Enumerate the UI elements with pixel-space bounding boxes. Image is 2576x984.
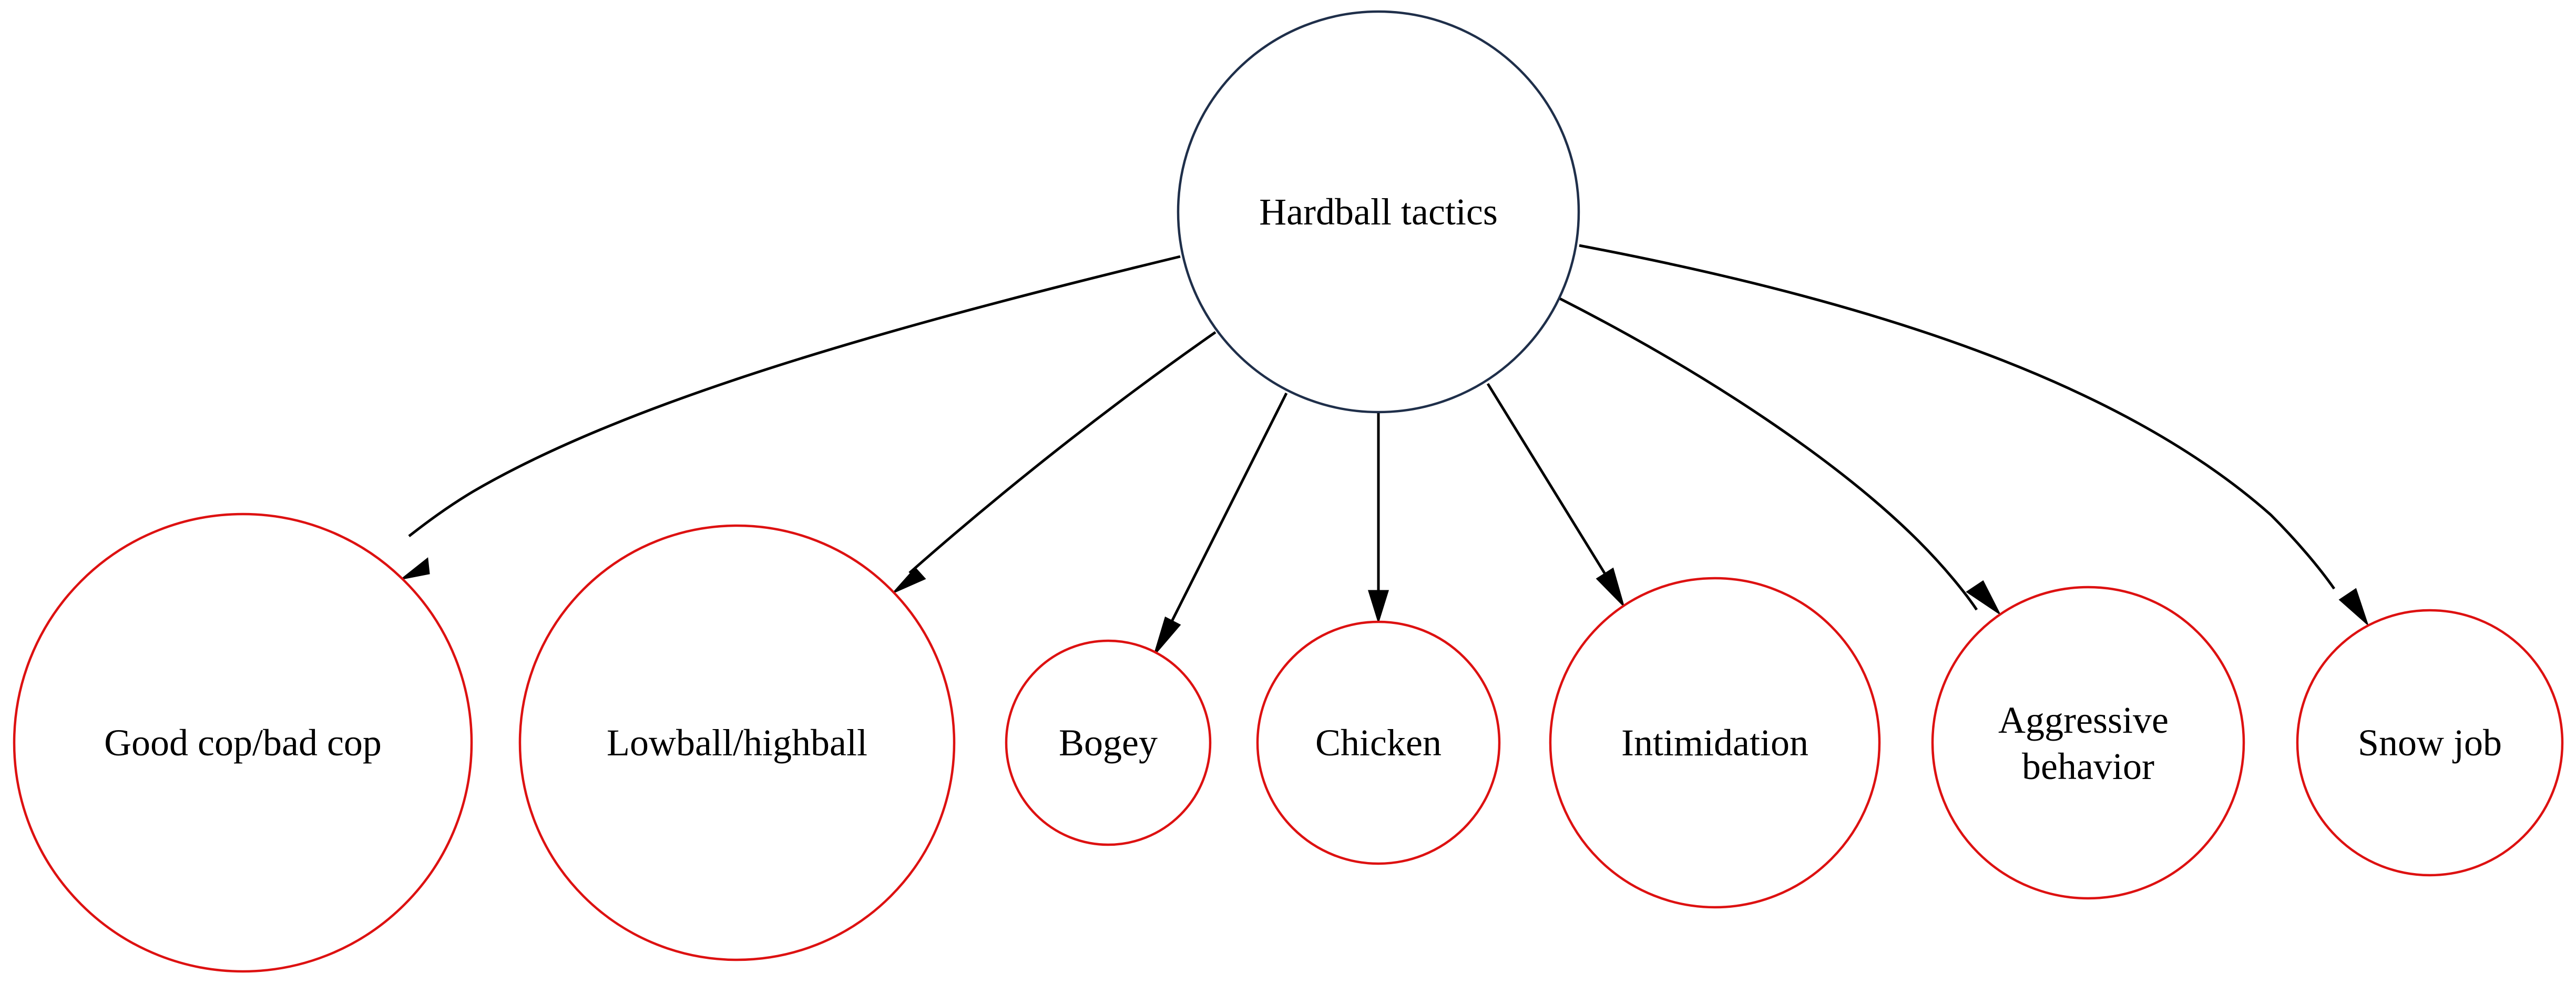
node-bogey-label: Bogey [1059,722,1158,764]
node-intimidation-circle [1549,577,1881,909]
node-lowball-circle [518,524,956,961]
node-snow-job-label: Snow job [2358,722,2502,764]
node-good-cop-circle [13,512,473,973]
node-lowball: Lowball/highball [518,524,956,961]
node-chicken-circle [1256,620,1501,865]
root-node-label: Hardball tactics [1259,191,1498,233]
node-good-cop-label: Good cop/bad cop [104,722,382,764]
node-intimidation: Intimidation [1549,577,1881,909]
child-nodes: Good cop/bad cop Lowball/highball Bogey … [13,512,2564,973]
edge-to-chicken [1367,412,1389,624]
node-bogey-circle [1005,639,1212,846]
edge-to-bogey [1153,392,1288,655]
node-aggressive-label: Aggressive behavior [1998,699,2178,787]
node-bogey: Bogey [1005,639,1212,846]
edge-to-snow-job [1579,244,2369,627]
node-aggressive-label-line2: behavior [2022,745,2154,787]
node-aggressive: Aggressive behavior [1931,586,2245,900]
edge-to-good-cop [402,255,1181,580]
node-lowball-label: Lowball/highball [607,722,867,764]
edge-to-lowball [893,331,1217,593]
node-snow-job: Snow job [2296,609,2564,877]
edges [402,244,2369,655]
node-aggressive-circle [1931,586,2245,900]
node-snow-job-circle [2296,609,2564,877]
root-node: Hardball tactics [1177,10,1580,414]
edge-to-aggressive [1559,297,2001,616]
node-intimidation-label: Intimidation [1621,722,1808,764]
node-good-cop: Good cop/bad cop [13,512,473,973]
root-node-circle [1177,10,1580,414]
node-aggressive-label-line1: Aggressive [1998,699,2169,741]
edge-to-intimidation [1486,383,1624,607]
node-chicken: Chicken [1256,620,1501,865]
node-chicken-label: Chicken [1315,722,1442,764]
